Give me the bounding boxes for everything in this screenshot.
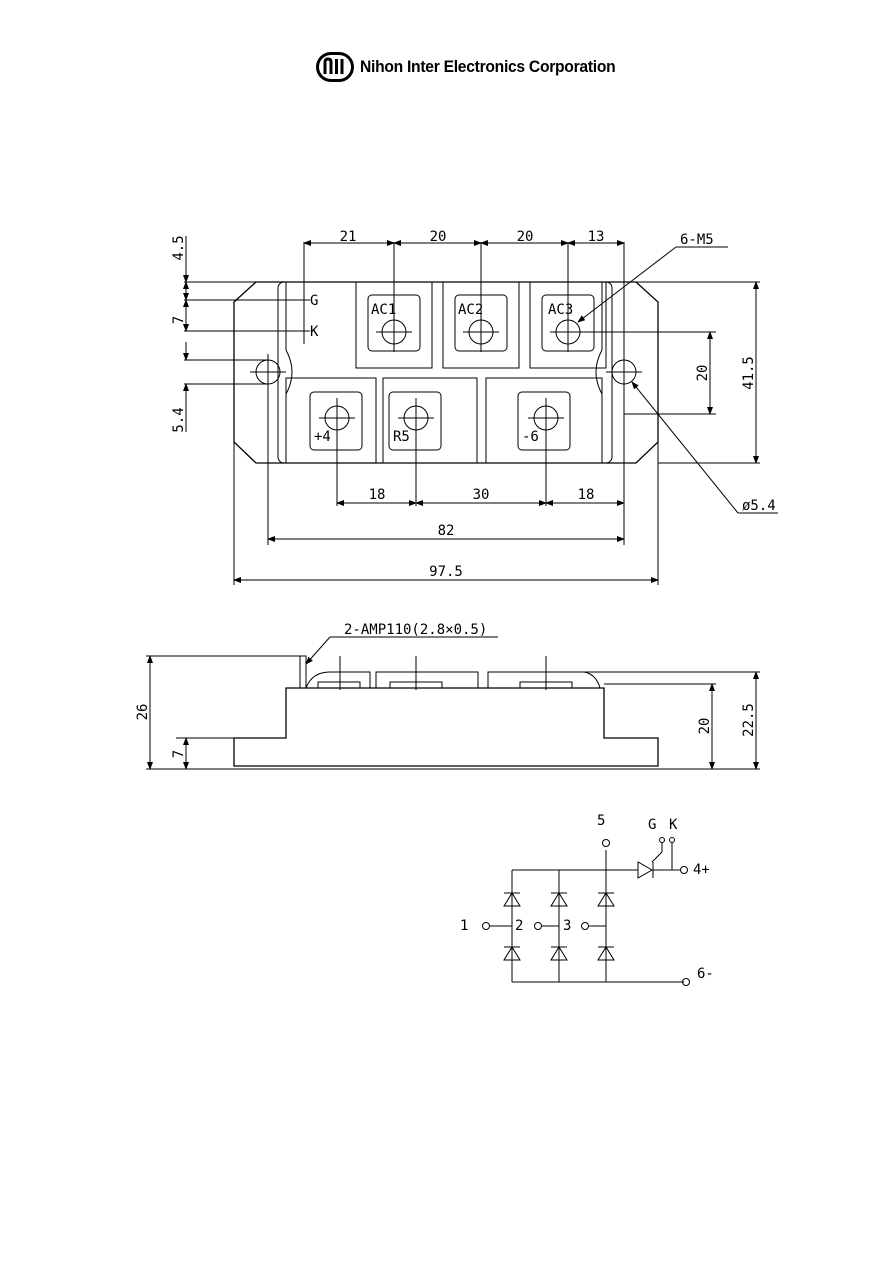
circuit-schematic: 1 2 3 5 G K 4+ 6- <box>460 813 714 986</box>
terminal-ac2-label: AC2 <box>458 302 483 318</box>
dim-18-a: 18 <box>369 487 386 503</box>
terminal-minus6-label: -6 <box>522 429 539 445</box>
company-name: Nihon Inter Electronics Corporation <box>360 57 616 76</box>
node-2-label: 2 <box>515 918 523 934</box>
diode-upper-2 <box>550 892 568 907</box>
dim-20-vertical: 20 <box>695 365 711 382</box>
diode-upper-3 <box>597 892 615 907</box>
node-k-label: K <box>669 817 678 833</box>
dim-82: 82 <box>438 523 455 539</box>
node-6-label: 6- <box>697 966 714 982</box>
dim-13: 13 <box>588 229 605 245</box>
compartment-r5 <box>382 377 478 464</box>
side-outline <box>233 687 659 767</box>
dim-21: 21 <box>340 229 357 245</box>
terminal-g-label: G <box>310 293 318 309</box>
compartment-minus6 <box>485 377 603 464</box>
top-view: 21 20 20 13 4.5 7 5.4 20 41.5 18 30 18 8… <box>171 229 778 585</box>
nie-logo-icon <box>316 52 354 82</box>
header: Nihon Inter Electronics Corporation <box>316 50 638 84</box>
node-5-label: 5 <box>597 813 605 829</box>
dim-7: 7 <box>171 316 187 324</box>
node-4-label: 4+ <box>693 862 710 878</box>
node-g-label: G <box>648 817 656 833</box>
diode-upper-1 <box>503 892 521 907</box>
dim-20-b: 20 <box>517 229 534 245</box>
dim-5-4: 5.4 <box>171 407 187 432</box>
dim-18-b: 18 <box>578 487 595 503</box>
diode-lower-1 <box>503 946 521 961</box>
thyristor <box>637 837 688 879</box>
terminal-ac1-label: AC1 <box>371 302 396 318</box>
terminal-k-label: K <box>310 324 319 340</box>
amp-callout: 2-AMP110(2.8×0.5) <box>344 622 487 638</box>
terminal-r5-label: R5 <box>393 429 410 445</box>
dim-20-side: 20 <box>697 718 713 735</box>
dim-20-a: 20 <box>430 229 447 245</box>
screw-callout: 6-M5 <box>680 232 714 248</box>
dim-4-5: 4.5 <box>171 235 187 260</box>
dim-30: 30 <box>473 487 490 503</box>
dim-97-5: 97.5 <box>429 564 463 580</box>
terminal-ac3-label: AC3 <box>548 302 573 318</box>
dim-7-side: 7 <box>171 750 187 758</box>
side-view: 26 7 20 22.5 2-AMP110(2.8×0.5) <box>135 622 760 770</box>
diode-lower-2 <box>550 946 568 961</box>
dim-22-5: 22.5 <box>741 703 757 737</box>
diode-lower-3 <box>597 946 615 961</box>
terminal-plus4-label: +4 <box>314 429 331 445</box>
node-3-label: 3 <box>563 918 571 934</box>
node-1-label: 1 <box>460 918 468 934</box>
dim-26: 26 <box>135 704 151 721</box>
compartment-plus4 <box>285 377 377 464</box>
hole-callout: ø5.4 <box>742 498 776 514</box>
dim-41-5: 41.5 <box>741 356 757 390</box>
